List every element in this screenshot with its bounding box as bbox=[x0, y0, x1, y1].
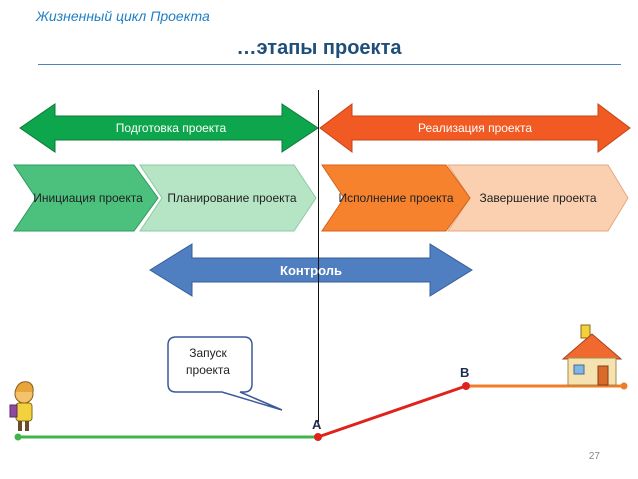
timeline-start-dot bbox=[14, 433, 22, 441]
title-divider bbox=[38, 64, 621, 65]
phase-arrow-implementation bbox=[319, 103, 631, 153]
stage-label-planning: Планирование проекта bbox=[167, 191, 297, 205]
phase-label-implementation: Реализация проекта bbox=[417, 121, 533, 135]
control-label: Контроль bbox=[280, 263, 342, 278]
page-title: …этапы проекта bbox=[236, 37, 402, 59]
house-icon bbox=[561, 324, 623, 386]
point-b-dot bbox=[462, 382, 470, 390]
callout-box bbox=[167, 336, 283, 411]
phase-label-preparation: Подготовка проекта bbox=[115, 121, 227, 135]
person-icon bbox=[9, 381, 34, 431]
timeline-path bbox=[317, 384, 467, 439]
point-b-label: B bbox=[460, 365, 470, 380]
section-title: Жизненный цикл Проекта bbox=[36, 8, 210, 24]
point-a-dot bbox=[314, 433, 322, 441]
stage-label-execution: Исполнение проекта bbox=[338, 191, 454, 205]
point-a-label: A bbox=[312, 417, 322, 432]
timeline-end-dot bbox=[620, 382, 628, 390]
stage-chevron-execution bbox=[321, 164, 471, 232]
stage-chevron-initiation bbox=[13, 164, 159, 232]
stage-label-completion: Завершение проекта bbox=[479, 191, 597, 205]
callout-text: Запуск проекта bbox=[186, 346, 230, 377]
page-number: 27 bbox=[588, 451, 600, 462]
stage-chevron-planning bbox=[139, 164, 317, 232]
control-arrow bbox=[149, 243, 473, 297]
stage-label-initiation: Инициация проекта bbox=[33, 191, 143, 205]
phase-divider-line bbox=[318, 90, 319, 422]
